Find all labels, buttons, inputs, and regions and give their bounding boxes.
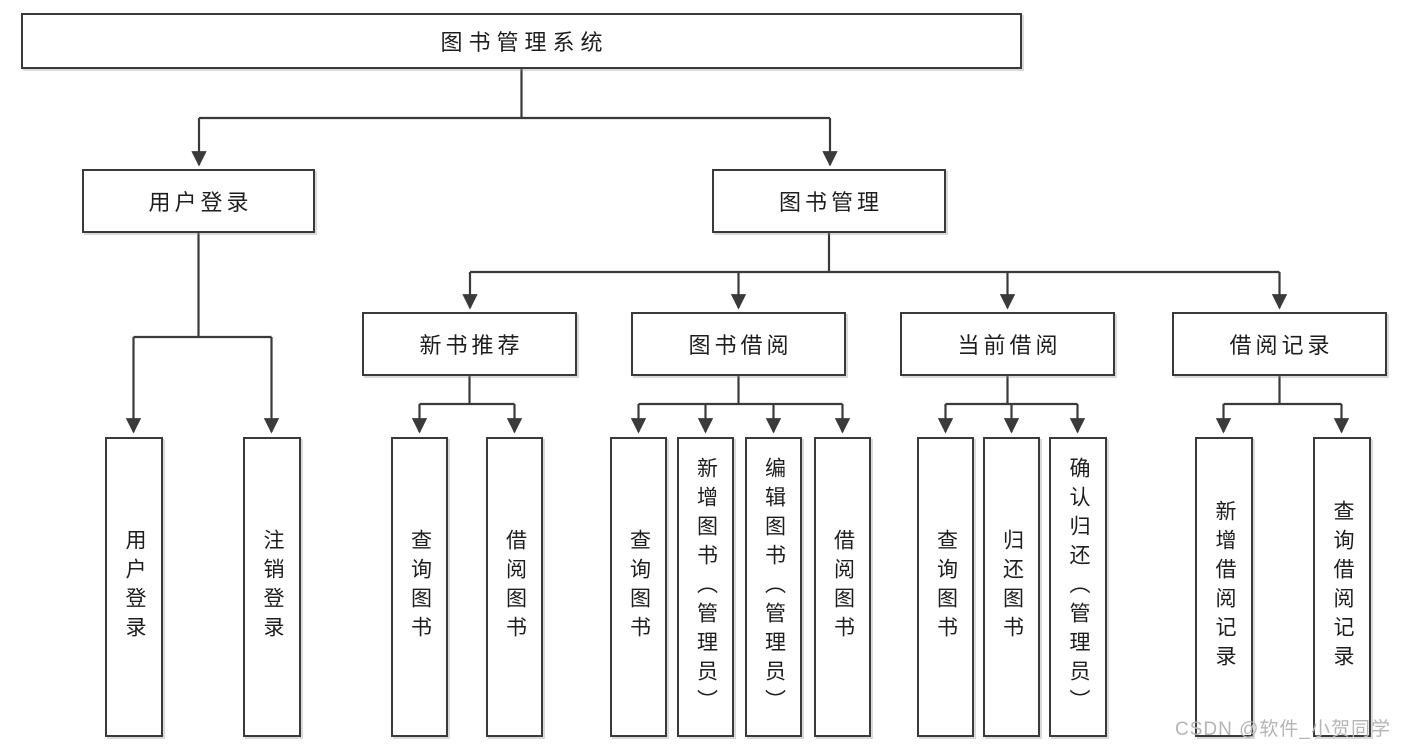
node-user-login: 用户登录 <box>82 169 315 233</box>
node-borrowing-query-books: 查询图书 <box>610 437 667 737</box>
node-records-query-record: 查询借阅记录 <box>1313 437 1371 737</box>
node-current-borrowing: 当前借阅 <box>900 312 1115 376</box>
node-borrowing-records: 借阅记录 <box>1172 312 1387 376</box>
node-records-add-record: 新增借阅记录 <box>1195 437 1253 737</box>
node-recommend-borrow-books: 借阅图书 <box>486 437 543 737</box>
node-recommend-query-books: 查询图书 <box>391 437 448 737</box>
node-current-return-books: 归还图书 <box>983 437 1040 737</box>
csdn-watermark: CSDN @软件_小贺同学 <box>1175 719 1391 740</box>
node-book-management: 图书管理 <box>712 169 946 233</box>
node-current-query-books: 查询图书 <box>917 437 974 737</box>
node-library-management-system: 图书管理系统 <box>21 13 1022 69</box>
node-current-confirm-return-admin: 确认归还（管理员） <box>1049 437 1107 737</box>
node-borrowing-borrow-books: 借阅图书 <box>814 437 871 737</box>
node-leaf-logout: 注销登录 <box>243 437 301 737</box>
node-leaf-user-login: 用户登录 <box>105 437 163 737</box>
node-borrowing-add-books-admin: 新增图书（管理员） <box>677 437 734 737</box>
node-borrowing-edit-books-admin: 编辑图书（管理员） <box>745 437 802 737</box>
node-book-borrowing: 图书借阅 <box>631 312 846 376</box>
node-new-book-recommendation: 新书推荐 <box>362 312 577 376</box>
